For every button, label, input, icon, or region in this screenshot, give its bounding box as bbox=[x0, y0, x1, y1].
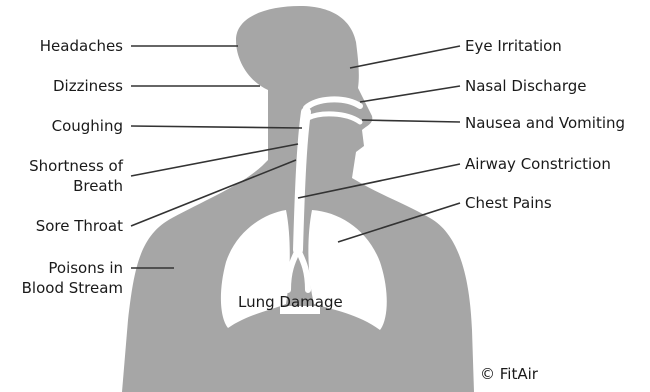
label-shortness-line1: Shortness of bbox=[29, 156, 123, 176]
label-coughing: Coughing bbox=[52, 116, 123, 136]
label-sore-throat: Sore Throat bbox=[36, 216, 123, 236]
leader-nausea bbox=[362, 120, 460, 122]
leader-eye bbox=[350, 46, 460, 68]
label-headaches: Headaches bbox=[40, 36, 123, 56]
label-nausea: Nausea and Vomiting bbox=[465, 113, 625, 133]
label-airway-constriction: Airway Constriction bbox=[465, 154, 611, 174]
label-shortness-line2: Breath bbox=[73, 176, 123, 196]
label-poisons-line1: Poisons in bbox=[48, 258, 123, 278]
label-dizziness: Dizziness bbox=[53, 76, 123, 96]
copyright-text: © FitAir bbox=[480, 364, 538, 384]
label-lung-damage: Lung Damage bbox=[238, 292, 343, 312]
leader-nasal bbox=[360, 86, 460, 102]
label-nasal-discharge: Nasal Discharge bbox=[465, 76, 587, 96]
label-poisons-line2: Blood Stream bbox=[22, 278, 123, 298]
label-eye-irritation: Eye Irritation bbox=[465, 36, 562, 56]
label-chest-pains: Chest Pains bbox=[465, 193, 552, 213]
